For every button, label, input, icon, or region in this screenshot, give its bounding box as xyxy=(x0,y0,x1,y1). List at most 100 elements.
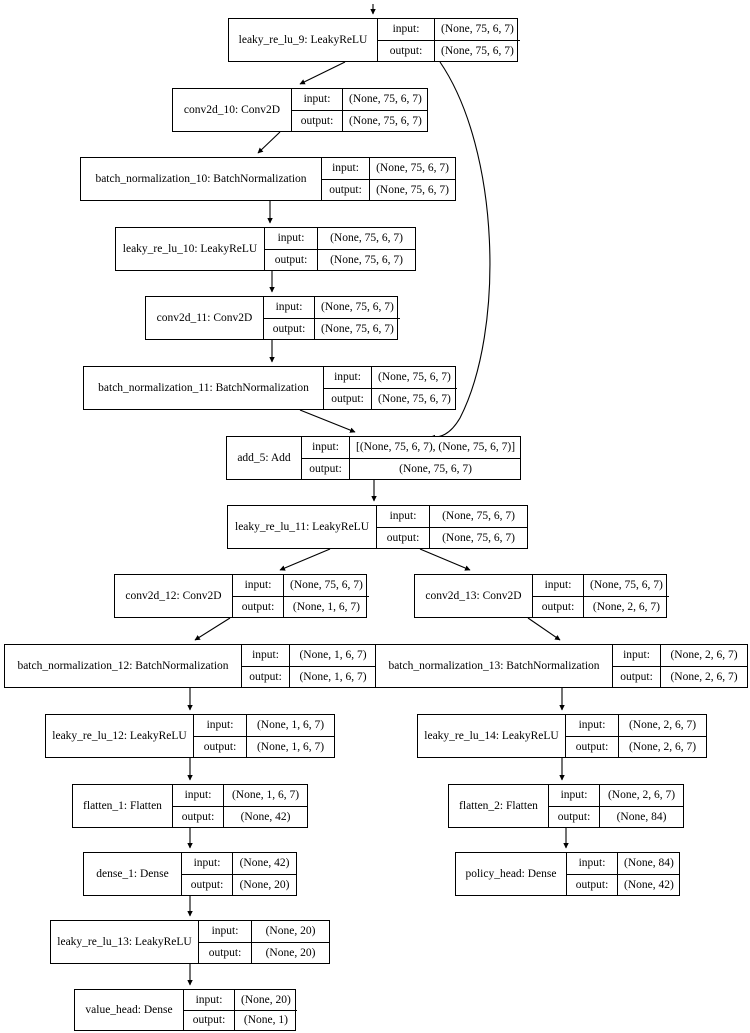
node-input-label-dense_1: input: xyxy=(182,853,233,874)
node-io-table-conv2d_13: input:(None, 75, 6, 7)output:(None, 2, 6… xyxy=(532,575,669,617)
node-input-row-batch_normalization_11: input: (None, 75, 6, 7) xyxy=(324,367,457,389)
node-output-row-dense_1: output:(None, 20) xyxy=(182,874,296,895)
node-output-row-batch_normalization_11: output: (None, 75, 6, 7) xyxy=(324,388,457,409)
node-input-row-conv2d_11: input:(None, 75, 6, 7) xyxy=(264,297,400,319)
graph-node-add_5[interactable]: add_5: Add input:[(None, 75, 6, 7), (None… xyxy=(226,436,522,480)
node-input-label-value_head: input: xyxy=(184,990,235,1010)
graph-node-leaky_re_lu_9[interactable]: leaky_re_lu_9: LeakyReLU input:(None, 75,… xyxy=(228,18,520,62)
node-output-shape-value_head: (None, 1) xyxy=(243,1014,288,1027)
node-output-row-batch_normalization_12: output:(None, 1, 6, 7) xyxy=(242,666,376,687)
node-output-row-batch_normalization_10: output:(None, 75, 6, 7) xyxy=(322,179,455,200)
node-label-conv2d_11: conv2d_11: Conv2D xyxy=(156,312,253,324)
node-input-shape-conv2d_10: (None, 75, 6, 7) xyxy=(349,93,422,106)
node-input-shape-leaky_re_lu_10: (None, 75, 6, 7) xyxy=(330,232,403,245)
node-output-label-dense_1: output: xyxy=(182,874,233,895)
node-output-shape-leaky_re_lu_12: (None, 1, 6, 7) xyxy=(256,740,325,753)
edge-conv2d_10-batch_normalization_10 xyxy=(257,131,281,154)
node-output-label-policy_head: output: xyxy=(567,874,618,895)
node-output-shape-batch_normalization_11: (None, 75, 6, 7) xyxy=(378,392,451,405)
node-label-leaky_re_lu_12: leaky_re_lu_12: LeakyReLU xyxy=(52,730,187,742)
node-input-row-leaky_re_lu_9: input:(None, 75, 6, 7) xyxy=(378,19,520,41)
node-output-shape-conv2d_12: (None, 1, 6, 7) xyxy=(292,600,360,613)
node-output-shape-leaky_re_lu_13: (None, 20) xyxy=(265,946,316,959)
graph-node-conv2d_11[interactable]: conv2d_11: Conv2D input:(None, 75, 6, 7)o… xyxy=(145,296,400,340)
node-input-row-flatten_1: input:(None, 1, 6, 7) xyxy=(173,785,307,807)
node-input-shape-leaky_re_lu_9: (None, 75, 6, 7) xyxy=(441,23,514,36)
node-io-table-leaky_re_lu_11: input:(None, 75, 6, 7)output:(None, 75, … xyxy=(376,506,527,548)
graph-node-batch_normalization_10[interactable]: batch_normalization_10: BatchNormalizati… xyxy=(80,157,456,201)
node-io-table-batch_normalization_11: input: (None, 75, 6, 7) output: (None, 75, … xyxy=(323,367,457,409)
node-input-label-conv2d_11: input: xyxy=(264,297,315,318)
node-io-table-conv2d_12: input:(None, 75, 6, 7)output:(None, 1, 6… xyxy=(232,575,369,617)
edge-leaky_re_lu_9-conv2d_10 xyxy=(299,61,346,85)
node-input-label-batch_normalization_11: input: xyxy=(324,367,372,388)
graph-node-batch_normalization_11[interactable]: batch_normalization_11: BatchNormalizati… xyxy=(83,366,457,410)
node-output-row-leaky_re_lu_12: output:(None, 1, 6, 7) xyxy=(194,736,334,757)
edge-conv2d_12-batch_normalization_12 xyxy=(194,617,231,641)
node-input-label-conv2d_12: input: xyxy=(233,575,284,596)
node-input-row-leaky_re_lu_11: input:(None, 75, 6, 7) xyxy=(377,506,527,528)
node-input-shape-value_head: (None, 20) xyxy=(241,993,291,1006)
node-input-row-batch_normalization_13: input:(None, 2, 6, 7) xyxy=(613,645,747,667)
node-label-conv2d_12: conv2d_12: Conv2D xyxy=(125,590,222,602)
graph-node-conv2d_12[interactable]: conv2d_12: Conv2D input:(None, 75, 6, 7)o… xyxy=(114,574,369,618)
node-label-batch_normalization_12: batch_normalization_12: BatchNormalizati… xyxy=(17,660,229,672)
node-input-shape-conv2d_13: (None, 75, 6, 7) xyxy=(590,579,663,592)
node-io-table-add_5: input:[(None, 75, 6, 7), (None, 75, 6, 7… xyxy=(301,437,522,479)
node-io-table-dense_1: input: (None, 42) output:(None, 20) xyxy=(181,853,296,895)
node-output-label-batch_normalization_11: output: xyxy=(324,388,372,409)
node-label-policy_head: policy_head: Dense xyxy=(465,868,557,880)
node-output-label-flatten_1: output: xyxy=(173,806,224,827)
node-output-shape-policy_head: (None, 42) xyxy=(624,878,674,891)
node-label-add_5: add_5: Add xyxy=(237,452,291,464)
node-label-batch_normalization_11: batch_normalization_11: BatchNormalizati… xyxy=(98,382,309,394)
node-input-label-conv2d_10: input: xyxy=(292,89,343,110)
node-input-shape-flatten_2: (None, 2, 6, 7) xyxy=(607,789,676,802)
node-io-table-batch_normalization_13: input:(None, 2, 6, 7)output:(None, 2, 6,… xyxy=(612,645,747,687)
node-output-row-leaky_re_lu_13: output:(None, 20) xyxy=(199,942,329,963)
node-input-shape-batch_normalization_11: (None, 75, 6, 7) xyxy=(378,371,451,384)
node-output-row-conv2d_11: output:(None, 75, 6, 7) xyxy=(264,318,400,339)
node-input-label-leaky_re_lu_12: input: xyxy=(194,715,247,736)
node-input-row-leaky_re_lu_12: input:(None, 1, 6, 7) xyxy=(194,715,334,737)
node-output-shape-conv2d_13: (None, 2, 6, 7) xyxy=(592,600,660,613)
node-output-row-flatten_1: output: (None, 42) xyxy=(173,806,307,827)
graph-node-batch_normalization_12[interactable]: batch_normalization_12: BatchNormalizati… xyxy=(4,644,377,688)
node-label-leaky_re_lu_9: leaky_re_lu_9: LeakyReLU xyxy=(238,34,368,46)
node-input-label-leaky_re_lu_13: input: xyxy=(199,921,252,942)
node-output-row-leaky_re_lu_10: output:(None, 75, 6, 7) xyxy=(265,249,415,270)
node-output-shape-flatten_1: (None, 42) xyxy=(240,810,291,823)
edge-conv2d_13-batch_normalization_13 xyxy=(527,617,561,641)
node-input-label-add_5: input: xyxy=(302,437,350,458)
node-io-table-policy_head: input:(None, 84)output:(None, 42) xyxy=(566,853,680,895)
node-input-shape-dense_1: (None, 42) xyxy=(239,857,290,870)
edge-batch_normalization_11-add_5 xyxy=(299,409,356,433)
node-output-row-add_5: output:(None, 75, 6, 7) xyxy=(302,458,521,479)
node-input-shape-flatten_1: (None, 1, 6, 7) xyxy=(231,789,300,802)
node-input-label-flatten_2: input: xyxy=(549,785,600,806)
node-output-label-batch_normalization_13: output: xyxy=(613,666,661,687)
node-io-table-batch_normalization_10: input:(None, 75, 6, 7)output:(None, 75, … xyxy=(321,158,455,200)
node-output-row-leaky_re_lu_9: output:(None, 75, 6, 7) xyxy=(378,40,520,61)
node-output-shape-batch_normalization_12: (None, 1, 6, 7) xyxy=(299,670,367,683)
node-input-shape-batch_normalization_13: (None, 2, 6, 7) xyxy=(670,649,738,662)
node-output-label-leaky_re_lu_10: output: xyxy=(265,249,318,270)
node-output-row-batch_normalization_13: output:(None, 2, 6, 7) xyxy=(613,666,747,687)
node-output-label-leaky_re_lu_14: output: xyxy=(566,736,619,757)
node-output-label-value_head: output: xyxy=(184,1010,235,1030)
graph-node-batch_normalization_13[interactable]: batch_normalization_13: BatchNormalizati… xyxy=(375,644,748,688)
node-input-row-leaky_re_lu_10: input:(None, 75, 6, 7) xyxy=(265,228,415,250)
node-io-table-value_head: input: (None, 20) output: (None, 1) xyxy=(183,990,297,1030)
